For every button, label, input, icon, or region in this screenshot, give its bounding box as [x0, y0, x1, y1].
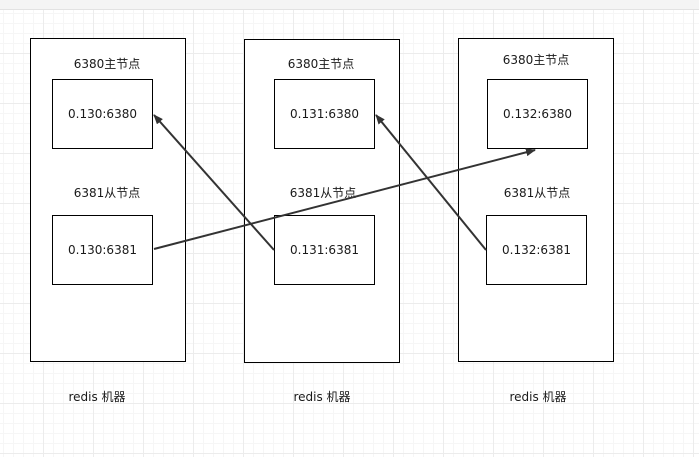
machine-3-slave-node-text: 0.132:6381	[502, 243, 571, 257]
machine-3-slave-label: 6381从节点	[503, 186, 571, 200]
machine-3-slave-node[interactable]: 0.132:6381	[486, 215, 587, 285]
machine-2-slave-label: 6381从节点	[289, 186, 357, 200]
top-toolbar-strip	[0, 0, 699, 10]
machine-2-master-label: 6380主节点	[287, 57, 355, 71]
machine-1-caption: redis 机器	[68, 390, 126, 404]
machine-1-slave-label: 6381从节点	[73, 186, 141, 200]
machine-3-caption: redis 机器	[509, 390, 567, 404]
machine-2-slave-node[interactable]: 0.131:6381	[274, 215, 375, 285]
machine-3-master-node[interactable]: 0.132:6380	[487, 79, 588, 149]
machine-1-master-node[interactable]: 0.130:6380	[52, 79, 153, 149]
machine-1-slave-node[interactable]: 0.130:6381	[52, 215, 153, 285]
machine-1-master-label: 6380主节点	[73, 57, 141, 71]
machine-2-caption: redis 机器	[293, 390, 351, 404]
machine-2-slave-node-text: 0.131:6381	[290, 243, 359, 257]
machine-3-master-label: 6380主节点	[502, 53, 570, 67]
machine-1-slave-node-text: 0.130:6381	[68, 243, 137, 257]
machine-3-master-node-text: 0.132:6380	[503, 107, 572, 121]
machine-2-master-node-text: 0.131:6380	[290, 107, 359, 121]
machine-1-master-node-text: 0.130:6380	[68, 107, 137, 121]
machine-2-master-node[interactable]: 0.131:6380	[274, 79, 375, 149]
